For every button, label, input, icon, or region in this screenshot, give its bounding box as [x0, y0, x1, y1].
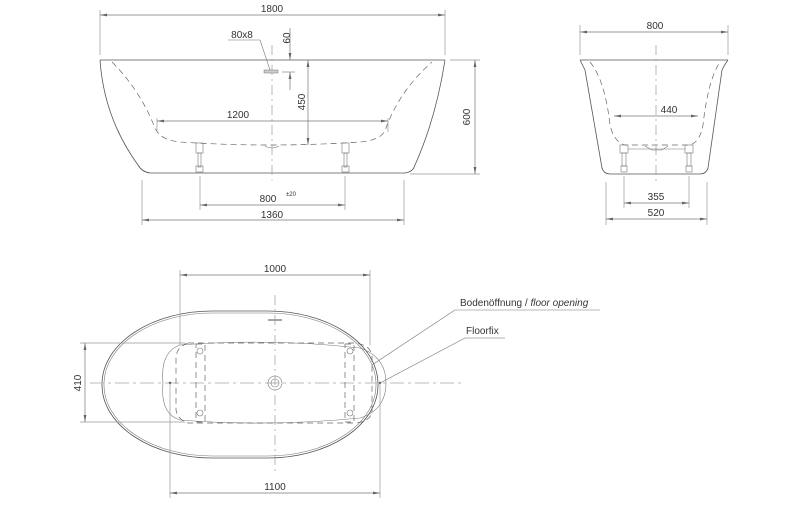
dim-foot-spacing: 800	[260, 194, 277, 205]
dim-overall-length: 1800	[261, 4, 284, 15]
dim-height: 600	[462, 108, 473, 125]
dim-overflow-size: 80x8	[231, 30, 253, 41]
dim-depth: 450	[297, 93, 308, 110]
dim-opening-length: 1000	[264, 264, 287, 275]
foot-right	[341, 142, 350, 173]
dim-floorfix-spacing: 1100	[264, 482, 286, 493]
dim-overall-width: 800	[647, 21, 664, 32]
label-floorfix: Floorfix	[466, 326, 499, 337]
dim-inner-bottom-length: 1200	[227, 110, 250, 121]
dim-end-foot-spacing: 355	[648, 192, 665, 203]
dim-base-length: 1360	[261, 210, 284, 221]
dim-base-width: 520	[648, 208, 665, 219]
end-view: 800 440 355 520	[579, 21, 729, 225]
top-view: 1000 410 1100 Bodenöffnung / floor openi…	[73, 264, 600, 498]
dim-foot-spacing-tolerance: ±20	[286, 192, 297, 198]
side-view: 1800 80x8 60 450 1200	[99, 4, 480, 225]
dim-overflow-offset: 60	[282, 32, 293, 44]
foot-left	[195, 142, 204, 173]
label-floor-opening: Bodenöffnung / floor opening	[460, 298, 589, 309]
dim-opening-width: 410	[73, 374, 84, 391]
dim-inner-bottom-width: 440	[661, 105, 678, 116]
